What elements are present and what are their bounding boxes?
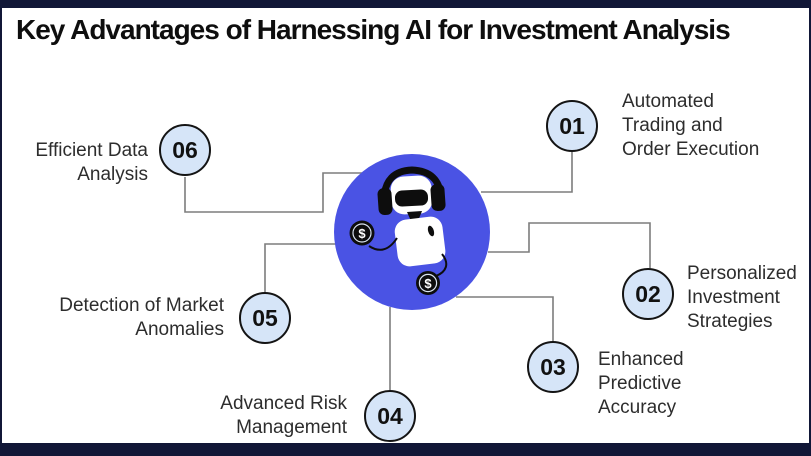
step-label-market-anomalies: Detection of Market Anomalies: [59, 295, 224, 340]
frame-border-left: [0, 0, 2, 456]
connector-05: [264, 243, 336, 292]
step-badge-06: 06: [159, 124, 211, 176]
svg-text:$: $: [424, 276, 432, 291]
step-badge-01: 01: [546, 100, 598, 152]
step-badge-02: 02: [622, 268, 674, 320]
connector-lines: [184, 152, 651, 390]
step-badge-03: 03: [527, 341, 579, 393]
headphone-earcup-left-icon: [377, 187, 393, 216]
connector-02: [488, 222, 651, 268]
frame-border-bottom: [0, 443, 811, 456]
step-label-personalized-investment: Personalized Investment Strategies: [687, 263, 797, 332]
robot-body: [394, 216, 446, 267]
step-label-automated-trading: Automated Trading and Order Execution: [622, 91, 760, 160]
step-label-enhanced-predictive: Enhanced Predictive Accuracy: [598, 349, 684, 418]
robot-visor-icon: [394, 189, 429, 207]
frame-border-right: [809, 0, 811, 456]
robot-body-mark: [427, 225, 435, 237]
connector-06: [184, 172, 362, 213]
dollar-coin-icon: $: [416, 271, 440, 295]
step-badge-05: 05: [239, 292, 291, 344]
step-label-advanced-risk: Advanced Risk Management: [220, 393, 347, 438]
headphone-earcup-right-icon: [430, 183, 446, 212]
frame-border-top: [0, 0, 811, 8]
page-title: Key Advantages of Harnessing AI for Inve…: [16, 14, 731, 45]
connector-01: [481, 152, 573, 193]
svg-text:$: $: [358, 226, 366, 241]
step-badge-04: 04: [364, 390, 416, 442]
robot-arm-right: [435, 253, 448, 277]
dollar-coin-icon: $: [349, 220, 375, 246]
robot-arm-left: [368, 237, 398, 251]
ai-robot-icon: $ $: [349, 166, 448, 295]
step-label-efficient-data: Efficient Data Analysis: [35, 140, 148, 185]
connector-03: [456, 296, 554, 341]
